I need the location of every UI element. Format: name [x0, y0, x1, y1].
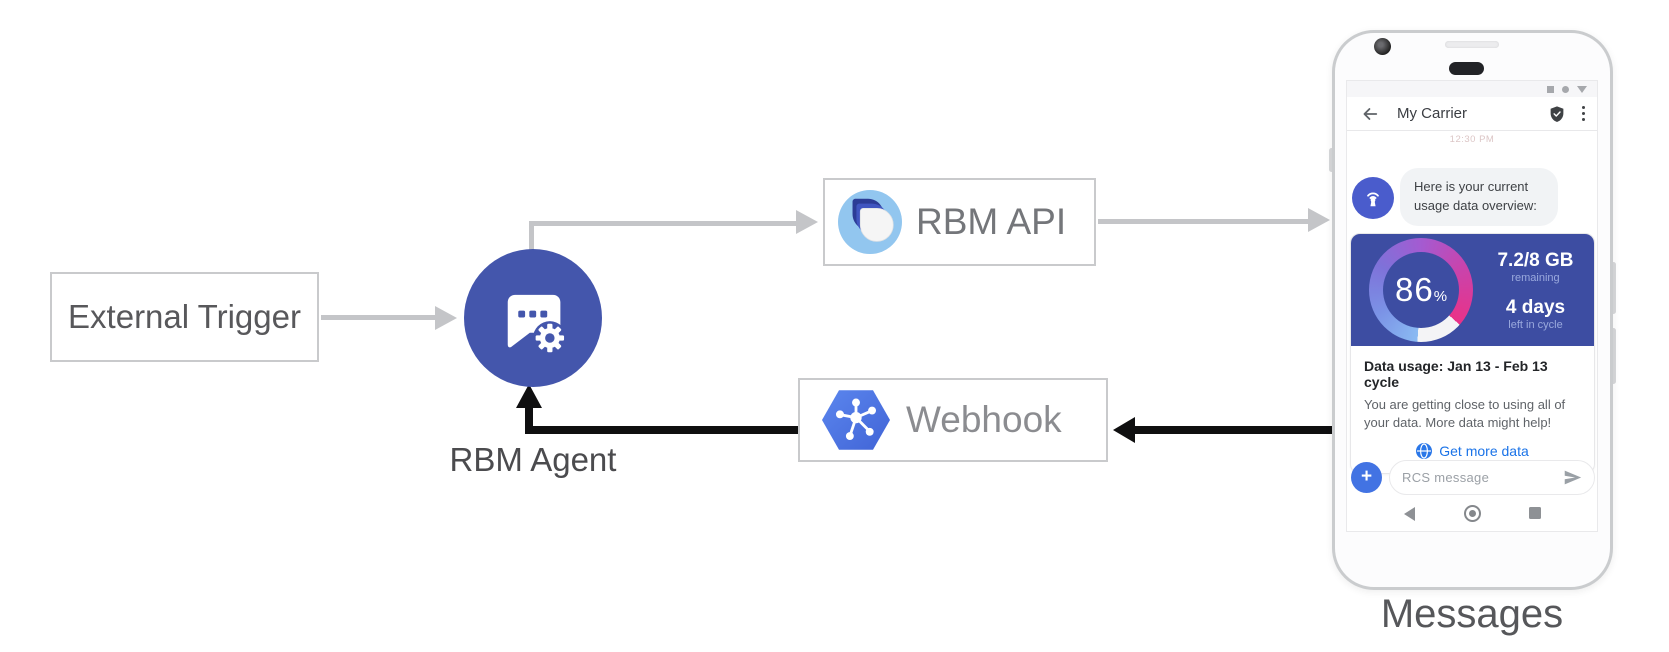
usage-card-text: You are getting close to using all of yo…: [1364, 397, 1566, 431]
phone-volume-button: [1611, 328, 1616, 384]
status-dot-icon: [1562, 85, 1569, 93]
arrow-trigger-to-agent: [321, 315, 435, 320]
incoming-message-bubble: Here is your current usage data overview…: [1400, 168, 1558, 226]
attach-plus-button[interactable]: +: [1351, 462, 1382, 493]
nav-home-button[interactable]: [1464, 505, 1481, 522]
arrowhead-webhook-to-agent: [516, 384, 542, 408]
rbm-api-node: RBM API: [823, 178, 1096, 266]
nav-recents-button[interactable]: [1529, 507, 1541, 519]
message-input-placeholder: RCS message: [1402, 470, 1490, 485]
days-label: left in cycle: [1508, 318, 1563, 331]
status-square-icon: [1547, 85, 1554, 93]
line-webhook-to-agent-vertical: [525, 406, 533, 434]
line-webhook-to-agent-horizontal: [529, 426, 798, 434]
phone-screen: My Carrier 12:30 PM Here is your current…: [1346, 80, 1598, 532]
get-more-data-button[interactable]: Get more data: [1364, 443, 1581, 460]
webhook-hexagon-icon: [822, 390, 890, 450]
usage-rich-card: 86 % 7.2/8 GB remaining 4 days left in c…: [1350, 233, 1595, 475]
get-more-data-label: Get more data: [1439, 443, 1529, 460]
agent-avatar: [1352, 177, 1394, 219]
faint-timestamp: 12:30 PM: [1449, 134, 1495, 145]
external-trigger-node: External Trigger: [50, 272, 319, 362]
rbm-agent-label: RBM Agent: [449, 441, 617, 478]
external-trigger-label: External Trigger: [68, 298, 301, 335]
globe-icon: [1416, 443, 1433, 460]
usage-card-body: Data usage: Jan 13 - Feb 13 cycle You ar…: [1351, 346, 1594, 473]
send-icon[interactable]: [1563, 468, 1582, 487]
verified-shield-icon: [1550, 105, 1563, 122]
remaining-value: 7.2/8 GB: [1497, 249, 1574, 271]
message-input[interactable]: RCS message: [1389, 460, 1595, 495]
app-bar: My Carrier: [1347, 97, 1597, 131]
conversation-title: My Carrier: [1397, 105, 1467, 122]
phone-earpiece: [1449, 62, 1484, 75]
webhook-label: Webhook: [906, 399, 1062, 440]
usage-stats: 7.2/8 GB remaining 4 days left in cycle: [1481, 234, 1590, 346]
status-triangle-icon: [1577, 85, 1587, 93]
back-arrow-icon[interactable]: [1359, 104, 1379, 124]
phone-power-button: [1611, 262, 1616, 314]
phone-caption: Messages: [1380, 592, 1564, 636]
rbm-api-logo-icon: [838, 190, 902, 254]
usage-percent: 86: [1394, 271, 1434, 308]
arrowhead-api-to-phone: [1308, 208, 1330, 232]
usage-percent-symbol: %: [1433, 287, 1448, 305]
arrowhead-agent-to-api: [796, 210, 818, 234]
phone-speaker-slot: [1445, 41, 1499, 48]
overflow-menu-icon[interactable]: [1581, 105, 1585, 122]
usage-card-title: Data usage: Jan 13 - Feb 13 cycle: [1364, 358, 1548, 390]
antenna-icon: [1367, 192, 1379, 207]
line-agent-to-api-horizontal: [529, 221, 798, 226]
chat-bubble-gear-icon: [507, 294, 567, 355]
line-agent-to-api-vertical: [529, 224, 534, 250]
rbm-agent-node: [464, 249, 602, 387]
webhook-node: Webhook: [798, 378, 1108, 462]
status-bar: [1347, 81, 1597, 97]
usage-gauge: 86 %: [1369, 238, 1473, 342]
phone-camera: [1374, 38, 1391, 55]
arrow-api-to-phone: [1098, 219, 1310, 224]
days-value: 4 days: [1505, 296, 1566, 318]
arrow-phone-to-webhook: [1135, 426, 1332, 434]
rbm-api-label: RBM API: [916, 201, 1067, 242]
remaining-label: remaining: [1511, 271, 1560, 284]
arrowhead-phone-to-webhook: [1113, 417, 1135, 443]
usage-card-media: 86 % 7.2/8 GB remaining 4 days left in c…: [1351, 234, 1594, 346]
arrowhead-trigger-to-agent: [435, 306, 457, 330]
nav-back-button[interactable]: [1404, 507, 1415, 521]
phone-sim-tray: [1329, 148, 1334, 172]
usage-gauge-center: 86 %: [1383, 252, 1459, 328]
